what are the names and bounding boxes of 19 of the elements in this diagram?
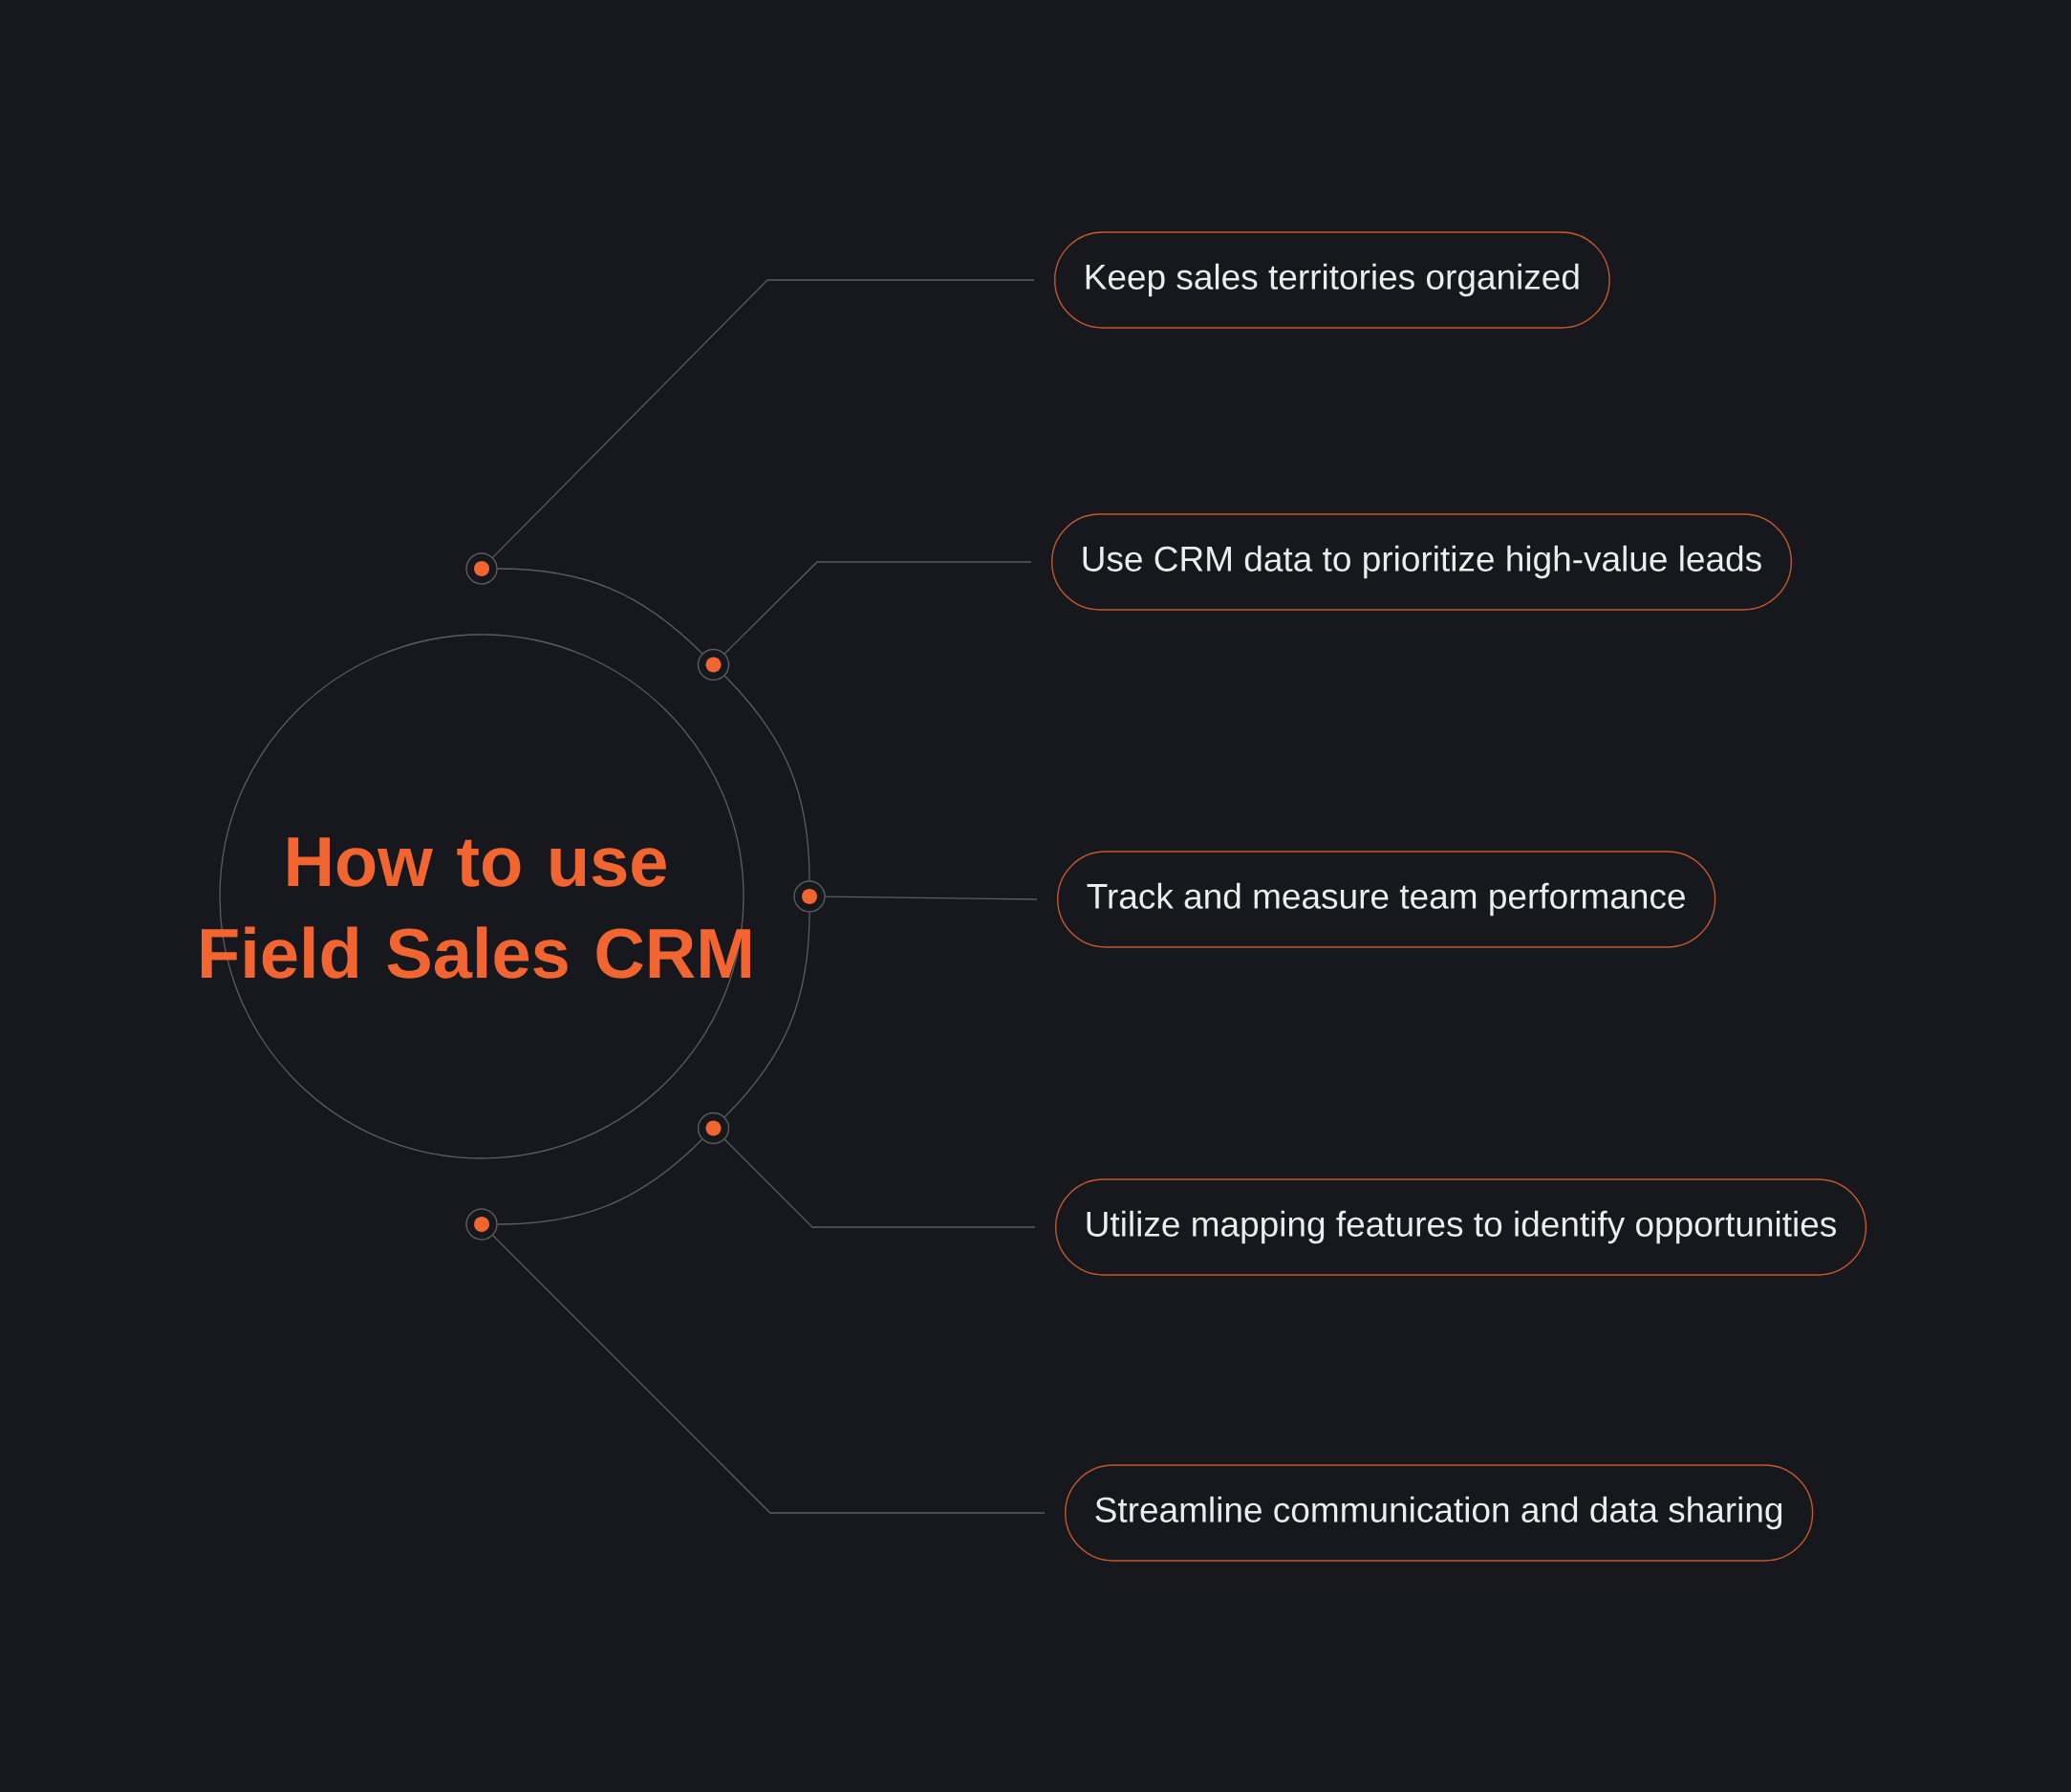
pill-box: Utilize mapping features to identify opportunities — [1055, 1178, 1867, 1276]
leader-line — [492, 279, 1035, 558]
arc-line — [723, 912, 810, 1118]
leader-line — [825, 896, 1038, 900]
dot-marker — [465, 1208, 498, 1241]
pill-box: Streamline communication and data sharing — [1065, 1464, 1814, 1562]
arc-line — [723, 675, 810, 881]
pill-box: Keep sales territories organized — [1054, 231, 1610, 329]
leader-line — [492, 1235, 1046, 1514]
pill-box: Track and measure team performance — [1057, 851, 1716, 948]
leader-line — [723, 1138, 1036, 1228]
dot-marker — [793, 880, 826, 913]
dot-marker — [697, 1112, 730, 1145]
leader-line — [723, 561, 1032, 655]
dot-marker — [465, 552, 498, 585]
arc-line — [497, 1138, 703, 1225]
dot-marker — [697, 648, 730, 681]
arc-line — [497, 568, 703, 655]
pill-box: Use CRM data to prioritize high-value leads — [1051, 513, 1793, 611]
